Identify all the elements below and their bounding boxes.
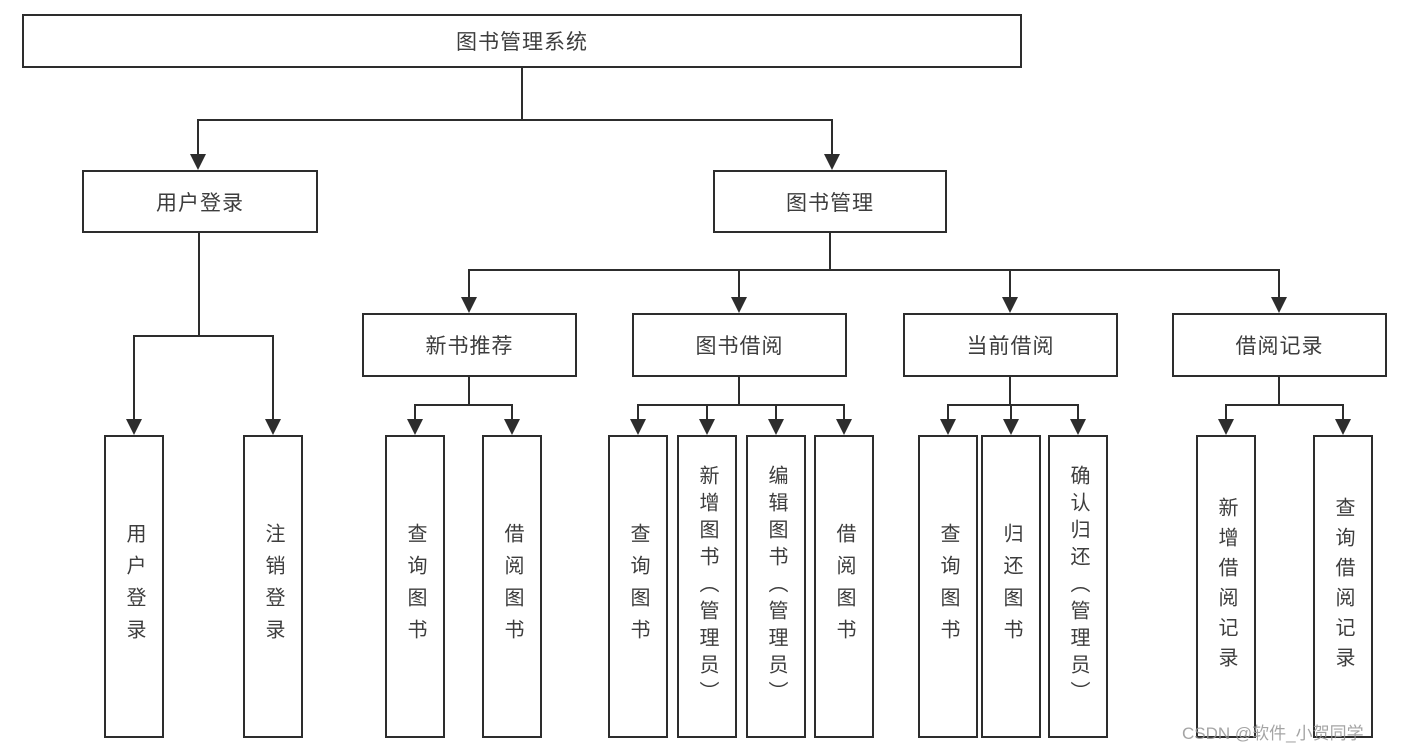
- connector-vline: [1009, 269, 1011, 299]
- arrow-down-icon: [461, 297, 477, 313]
- node-leaf-add-book-admin: 新增图书（管理员）: [677, 435, 737, 738]
- arrow-down-icon: [190, 154, 206, 170]
- node-label: 借阅记录: [1235, 335, 1324, 358]
- connector-vline: [1278, 269, 1280, 299]
- watermark-text: CSDN @软件_小贺同学: [1182, 724, 1364, 743]
- connector-vline: [1342, 404, 1344, 421]
- connector-vline: [738, 377, 740, 406]
- connector-vline: [1010, 404, 1012, 421]
- node-label: 新增图书（管理员）: [696, 465, 718, 708]
- connector-hline: [133, 335, 274, 337]
- node-leaf-query-books-borrow: 查询图书: [608, 435, 668, 738]
- node-leaf-add-borrow-record: 新增借阅记录: [1196, 435, 1256, 738]
- node-leaf-confirm-return-admin: 确认归还（管理员）: [1048, 435, 1108, 738]
- arrow-down-icon: [1335, 419, 1351, 435]
- connector-vline: [1278, 377, 1280, 406]
- arrow-down-icon: [1002, 297, 1018, 313]
- connector-vline: [272, 335, 274, 421]
- arrow-down-icon: [630, 419, 646, 435]
- node-leaf-query-borrow-record: 查询借阅记录: [1313, 435, 1373, 738]
- node-label: 新增借阅记录: [1215, 496, 1237, 677]
- arrow-down-icon: [768, 419, 784, 435]
- node-label: 查询借阅记录: [1332, 496, 1354, 677]
- connector-vline: [521, 66, 523, 120]
- node-leaf-edit-book-admin: 编辑图书（管理员）: [746, 435, 806, 738]
- connector-vline: [1009, 377, 1011, 406]
- connector-vline: [947, 404, 949, 421]
- node-borrow-records: 借阅记录: [1172, 313, 1387, 377]
- node-leaf-query-books-recommend: 查询图书: [385, 435, 445, 738]
- connector-hline: [637, 404, 845, 406]
- connector-hline: [414, 404, 513, 406]
- node-label: 图书管理: [786, 191, 874, 215]
- node-leaf-query-books-current: 查询图书: [918, 435, 978, 738]
- connector-vline: [197, 119, 199, 156]
- node-label: 用户登录: [156, 191, 244, 215]
- connector-vline: [829, 233, 831, 271]
- node-label: 新书推荐: [425, 335, 514, 358]
- node-root: 图书管理系统: [22, 14, 1022, 68]
- arrow-down-icon: [504, 419, 520, 435]
- arrow-down-icon: [265, 419, 281, 435]
- node-book-management: 图书管理: [713, 170, 947, 233]
- connector-hline: [947, 404, 1079, 406]
- connector-vline: [706, 404, 708, 421]
- connector-vline: [843, 404, 845, 421]
- node-book-borrow: 图书借阅: [632, 313, 847, 377]
- node-leaf-user-login: 用户登录: [104, 435, 164, 738]
- arrow-down-icon: [836, 419, 852, 435]
- node-label: 查询图书: [627, 522, 649, 651]
- node-label: 借阅图书: [833, 522, 855, 651]
- node-label: 注销登录: [262, 522, 284, 651]
- node-label: 图书管理系统: [456, 31, 588, 54]
- node-label: 当前借阅: [966, 335, 1055, 358]
- connector-vline: [414, 404, 416, 421]
- arrow-down-icon: [940, 419, 956, 435]
- node-label: 编辑图书（管理员）: [765, 465, 787, 708]
- node-new-book-recommend: 新书推荐: [362, 313, 577, 377]
- node-label: 用户登录: [123, 522, 145, 651]
- node-label: 借阅图书: [501, 522, 523, 651]
- connector-vline: [468, 269, 470, 299]
- arrow-down-icon: [1271, 297, 1287, 313]
- connector-hline: [1225, 404, 1344, 406]
- connector-vline: [775, 404, 777, 421]
- node-leaf-logout: 注销登录: [243, 435, 303, 738]
- arrow-down-icon: [824, 154, 840, 170]
- connector-hline: [197, 119, 833, 121]
- connector-vline: [831, 119, 833, 156]
- connector-vline: [738, 269, 740, 299]
- connector-vline: [511, 404, 513, 421]
- node-leaf-borrow-books-recommend: 借阅图书: [482, 435, 542, 738]
- arrow-down-icon: [407, 419, 423, 435]
- node-label: 归还图书: [1000, 522, 1022, 651]
- connector-hline: [468, 269, 1280, 271]
- arrow-down-icon: [1218, 419, 1234, 435]
- node-label: 确认归还（管理员）: [1067, 465, 1089, 708]
- arrow-down-icon: [731, 297, 747, 313]
- connector-vline: [637, 404, 639, 421]
- arrow-down-icon: [1003, 419, 1019, 435]
- connector-vline: [1077, 404, 1079, 421]
- arrow-down-icon: [126, 419, 142, 435]
- node-label: 查询图书: [404, 522, 426, 651]
- node-leaf-borrow-books: 借阅图书: [814, 435, 874, 738]
- node-label: 查询图书: [937, 522, 959, 651]
- node-current-borrow: 当前借阅: [903, 313, 1118, 377]
- node-leaf-return-books: 归还图书: [981, 435, 1041, 738]
- connector-vline: [133, 335, 135, 421]
- connector-vline: [468, 377, 470, 406]
- arrow-down-icon: [699, 419, 715, 435]
- node-user-login: 用户登录: [82, 170, 318, 233]
- connector-vline: [198, 233, 200, 336]
- node-label: 图书借阅: [695, 335, 784, 358]
- arrow-down-icon: [1070, 419, 1086, 435]
- connector-vline: [1225, 404, 1227, 421]
